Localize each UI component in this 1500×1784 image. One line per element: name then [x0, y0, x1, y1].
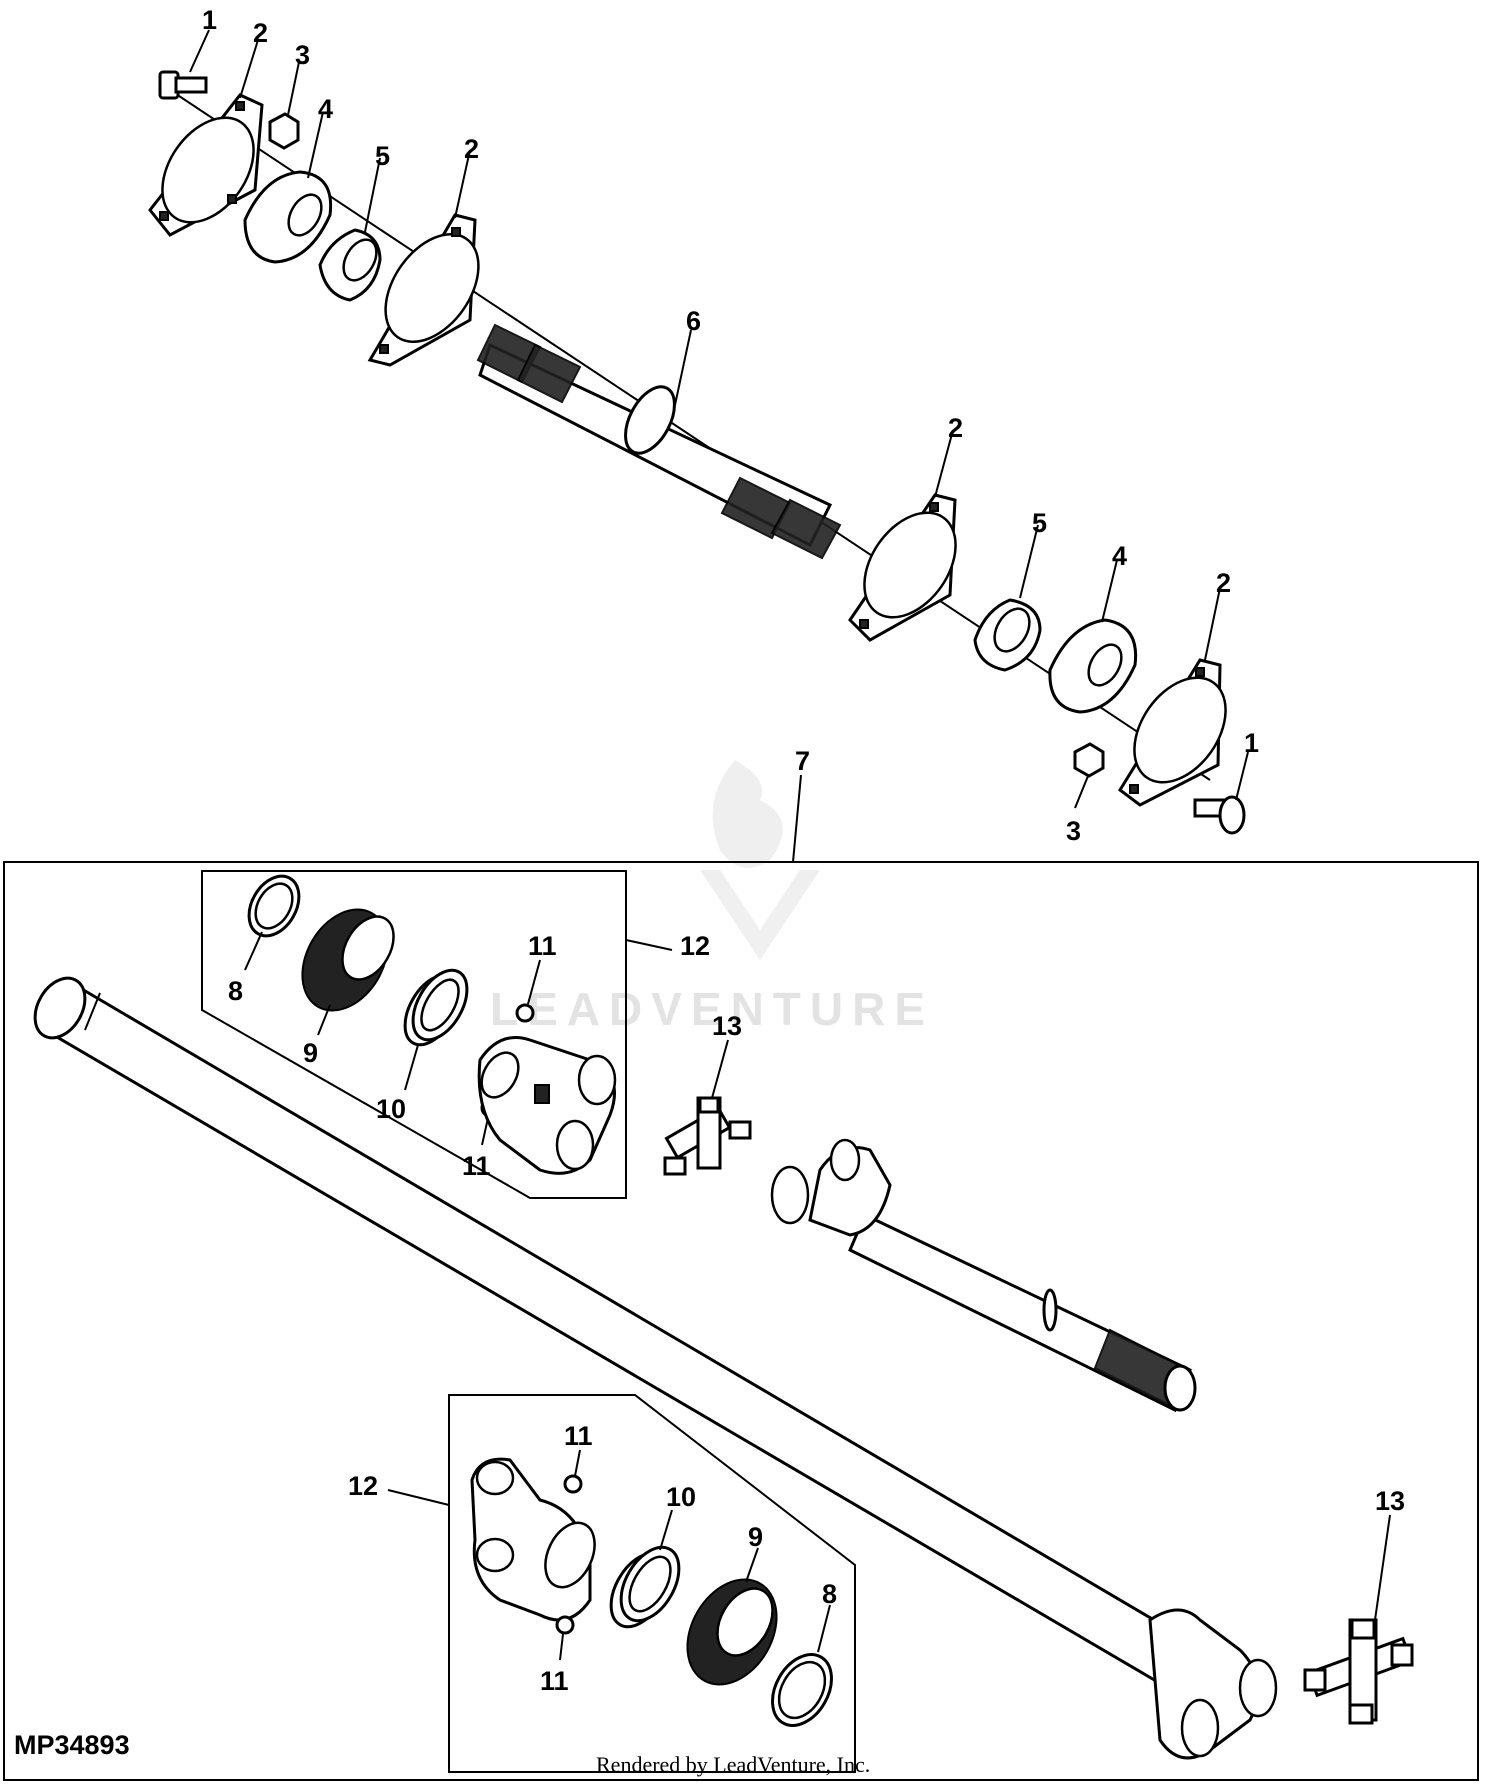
callout-flange-left-inner: 2: [464, 134, 479, 164]
bolt-left: [158, 70, 208, 100]
callout-flange-right-inner: 2: [948, 413, 963, 443]
callout-bearing-left: 4: [318, 94, 333, 124]
lower-snap-ring: [771, 1653, 833, 1727]
upper-kit-box: [201, 870, 673, 1199]
upper-cross: [663, 1096, 752, 1176]
callout-upper-spring: 10: [376, 1094, 406, 1124]
callout-collar-right: 5: [1032, 508, 1047, 538]
jackshaft: [476, 323, 842, 560]
upper-grease-fitting-top: [515, 1003, 535, 1023]
callout-lower-kit: 12: [348, 1471, 378, 1501]
callout-upper-grease-fitting-bottom: 11: [462, 1151, 491, 1181]
flange-right-inner: [848, 493, 957, 642]
top-leaders: [189, 29, 1249, 809]
lower-cross: [1303, 1618, 1414, 1725]
callout-lower-snap-ring: 8: [822, 1579, 837, 1609]
callout-bolt-right: 1: [1244, 728, 1259, 758]
nut-right: [1073, 742, 1105, 778]
leader-driveshaft: [792, 774, 802, 863]
callout-lower-grease-fitting-top: 11: [564, 1421, 593, 1451]
callout-upper-grease-fitting-top: 11: [528, 931, 557, 961]
lower-kit-box: [387, 1394, 856, 1773]
inner-shaft: [848, 1212, 1197, 1413]
flange-right-outer: [1118, 658, 1227, 807]
credit-text: Rendered by LeadVenture, Inc.: [596, 1752, 870, 1777]
callout-lower-grease-fitting-bottom: 11: [540, 1666, 569, 1696]
callout-upper-cross: 13: [712, 1011, 742, 1041]
callout-flange-right-outer: 2: [1216, 568, 1231, 598]
upper-shield-bearing: [301, 908, 395, 1012]
collar-left: [318, 228, 382, 302]
lower-spring: [609, 1545, 681, 1629]
upper-snap-ring: [247, 874, 301, 938]
watermark-text: LEADVENTURE: [490, 983, 934, 1035]
callout-lower-spring: 10: [666, 1482, 696, 1512]
bolt-right: [1193, 795, 1246, 835]
bearing-left: [243, 170, 333, 264]
driveshaft-assembly-box: [3, 861, 1479, 1781]
figure-id: MP34893: [14, 1730, 130, 1760]
nut-left: [268, 112, 300, 150]
callout-bolt-left: 1: [202, 5, 217, 35]
watermark-logo: [700, 760, 820, 960]
inner-yoke: [770, 1138, 892, 1237]
upper-spring: [403, 968, 469, 1047]
callout-nut-right: 3: [1066, 816, 1081, 846]
callout-bearing-right: 4: [1112, 541, 1127, 571]
callout-lower-cross: 13: [1375, 1486, 1405, 1516]
callout-flange-left-outer: 2: [253, 18, 268, 48]
bearing-right: [1048, 618, 1138, 714]
lower-slip-yoke: [470, 1457, 596, 1622]
lower-shield-bearing: [686, 1578, 778, 1686]
upper-slip-yoke: [477, 1036, 617, 1175]
callout-upper-kit: 12: [680, 931, 710, 961]
lower-grease-fitting-top: [563, 1474, 583, 1494]
callout-driveshaft-assembly: 7: [795, 746, 810, 776]
callout-collar-left: 5: [375, 141, 390, 171]
flange-left-outer: [148, 93, 264, 237]
callout-nut-left: 3: [295, 40, 310, 70]
tube-yoke: [1148, 1608, 1278, 1760]
lower-grease-fitting-bottom: [555, 1615, 575, 1635]
callout-jackshaft: 6: [686, 306, 701, 336]
axis-line-top: [169, 89, 1211, 781]
callout-upper-shield-bearing: 9: [303, 1038, 318, 1068]
callout-lower-shield-bearing: 9: [748, 1522, 763, 1552]
callout-upper-snap-ring: 8: [228, 976, 243, 1006]
collar-right: [973, 598, 1042, 672]
flange-left-inner: [367, 213, 480, 367]
